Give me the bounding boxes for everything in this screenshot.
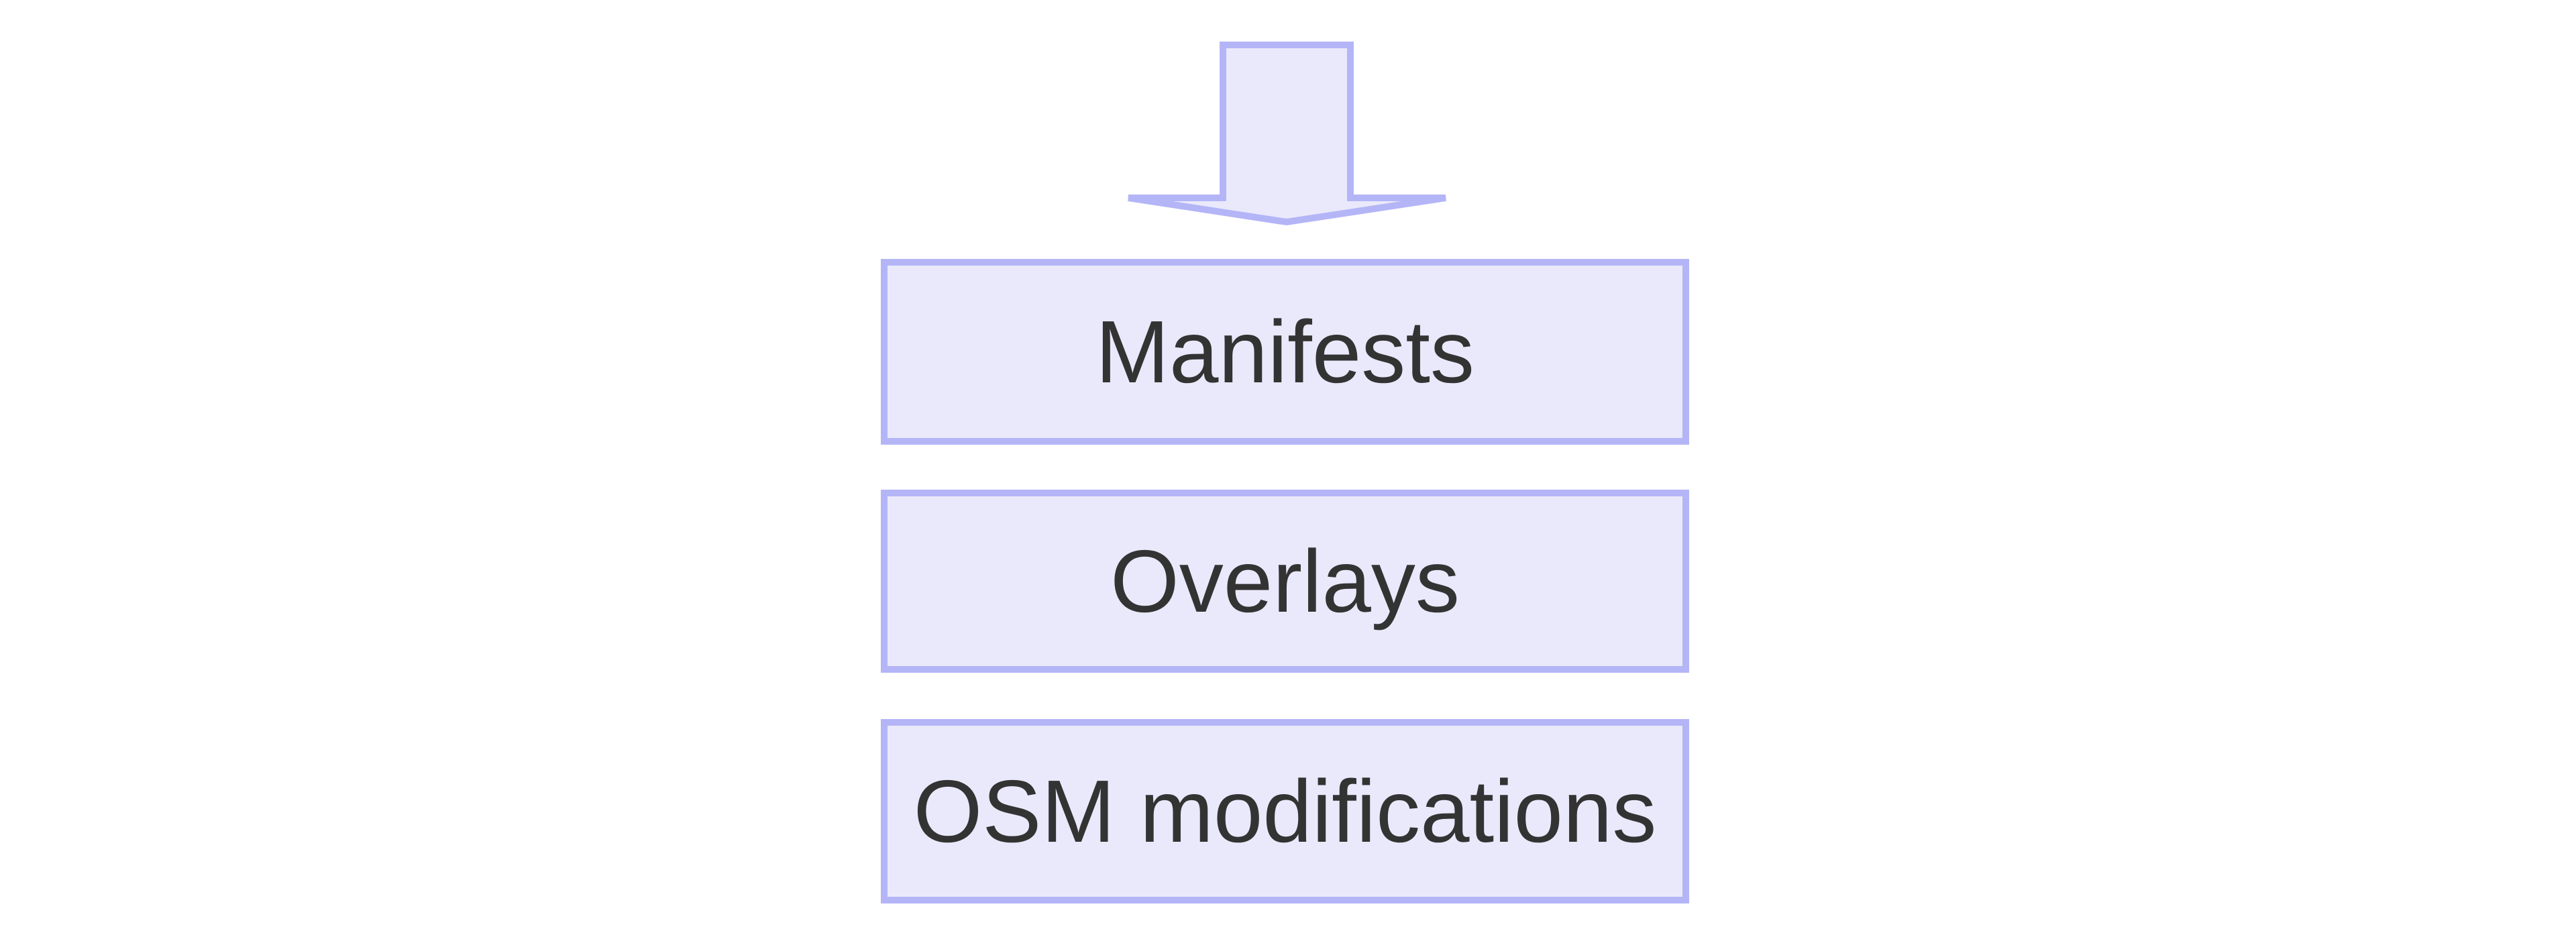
box-label: Overlays: [1110, 531, 1460, 630]
diagram-box-osm-modifications: OSM modifications: [881, 719, 1689, 903]
box-label: OSM modifications: [913, 761, 1657, 861]
diagram-box-manifests: Manifests: [881, 259, 1689, 445]
diagram-box-overlays: Overlays: [881, 490, 1689, 673]
box-label: Manifests: [1095, 302, 1474, 401]
